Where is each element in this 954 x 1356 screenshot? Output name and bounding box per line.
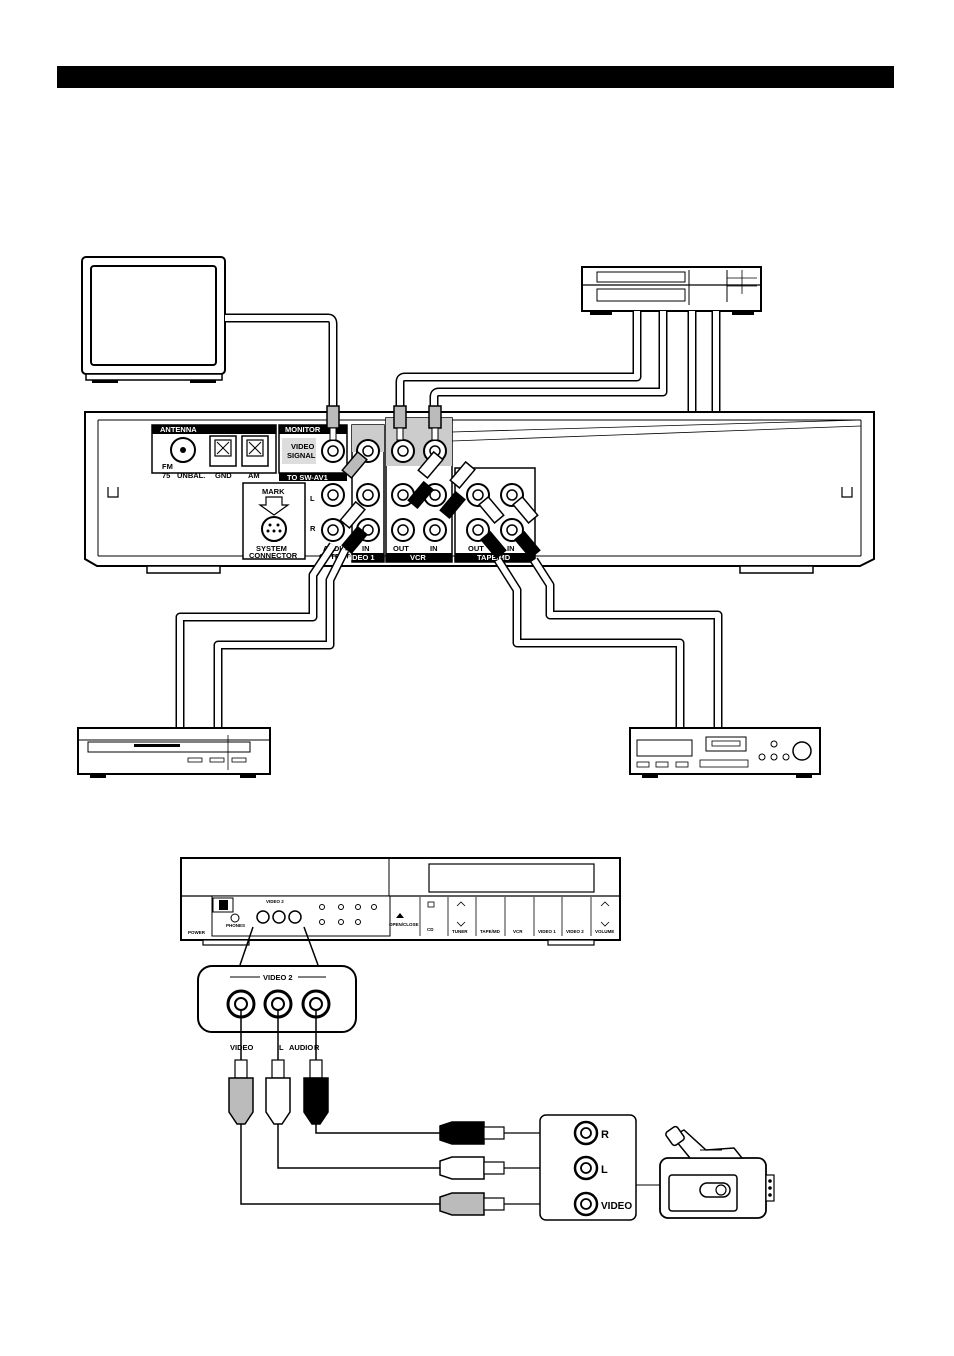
camcorder-video-label: VIDEO [601, 1201, 632, 1212]
tuner-up-icon[interactable] [456, 901, 466, 907]
open-close-label: OPEN/CLOSE [389, 922, 419, 927]
cassette-deck-icon [629, 727, 821, 778]
rca-plugs-rear [326, 405, 541, 560]
fm-label: FM [162, 462, 173, 471]
camcorder-l-label: L [601, 1164, 608, 1176]
system-connector-jack[interactable] [261, 516, 287, 542]
audio-output-block: L R AUDIO OUTPUT [310, 483, 350, 561]
plug-audio-label: AUDIO [289, 1043, 313, 1052]
power-label: POWER [188, 930, 206, 935]
mark-label: MARK [262, 487, 285, 496]
system-connector-block: MARK SYSTEM CONNECTOR [242, 482, 306, 560]
antenna-label: ANTENNA [160, 425, 197, 434]
phones-jack[interactable] [230, 913, 240, 923]
audio-output-line2: OUTPUT [319, 552, 350, 561]
tape-md-button-label[interactable]: TAPE/MD [480, 929, 501, 934]
video-signal-line2: SIGNAL [287, 451, 316, 460]
antenna-terminal-block: ANTENNA FM 75 UNBAL. GND AM [151, 424, 277, 480]
monitor-out-block: MONITOR VIDEO SIGNAL TO SW-AV1 [278, 424, 348, 482]
tuner-down-icon[interactable] [456, 921, 466, 927]
plug-r-label: R [314, 1043, 320, 1052]
receiver-front-panel: PHONES VIDEO 2 POWER OPEN/CLOSE CD TUNER… [180, 857, 621, 946]
vcr-device-icon [581, 266, 762, 315]
volume-label: VOLUME [595, 929, 614, 934]
tape-md-label: TAPE/MD [477, 553, 511, 562]
system-connector-line2: CONNECTOR [249, 551, 298, 560]
camcorder-rca-plugs [439, 1121, 540, 1216]
plug-l-label: L [279, 1043, 284, 1052]
video1-button-label[interactable]: VIDEO 1 [538, 929, 556, 934]
vcr-out-label: OUT [393, 544, 409, 553]
tape-in-label: IN [507, 544, 515, 553]
camcorder-jack-panel: R L VIDEO [539, 1114, 660, 1221]
monitor-label: MONITOR [285, 425, 321, 434]
fm-ohm-label: 75 [162, 471, 170, 480]
unbal-label: UNBAL. [177, 471, 205, 480]
front-rca-plugs [228, 1059, 329, 1125]
inset-video2-title: VIDEO 2 [263, 973, 293, 982]
video2-button-label[interactable]: VIDEO 2 [566, 929, 584, 934]
video2-inset: VIDEO 2 [197, 965, 357, 1033]
to-swav1-label: TO SW-AV1 [287, 473, 328, 482]
tv-icon [81, 256, 226, 383]
video-signal-line1: VIDEO [291, 442, 315, 451]
system-connector-line1: SYSTEM [256, 544, 287, 553]
cables-bottom [175, 542, 723, 728]
vcr-in-label: IN [430, 544, 438, 553]
plug-video-label: VIDEO [230, 1043, 254, 1052]
phones-label: PHONES [226, 923, 245, 928]
r-channel-mark: R [310, 524, 316, 533]
video1-label: VIDEO 1 [345, 553, 375, 562]
vcr-label: VCR [410, 553, 426, 562]
arrow-down-icon [258, 496, 290, 516]
volume-down-icon[interactable] [600, 921, 610, 927]
video-source-device-icon [77, 727, 271, 778]
tape-out-label: OUT [468, 544, 484, 553]
volume-up-icon[interactable] [600, 901, 610, 907]
am-label: AM [248, 471, 260, 480]
gnd-label: GND [215, 471, 232, 480]
l-channel-mark: L [310, 494, 315, 503]
front-video2-small-label: VIDEO 2 [266, 899, 284, 904]
vcr-button-label[interactable]: VCR [513, 929, 523, 934]
eject-icon [396, 913, 404, 918]
camcorder-r-label: R [601, 1129, 609, 1141]
front-cables [240, 1124, 440, 1205]
tuner-button-label[interactable]: TUNER [452, 929, 468, 934]
cd-button-label[interactable]: CD [427, 927, 434, 932]
callout-lines [239, 926, 319, 966]
camcorder-icon [659, 1125, 775, 1219]
header-bar [57, 66, 894, 88]
video1-in-label: IN [362, 544, 370, 553]
